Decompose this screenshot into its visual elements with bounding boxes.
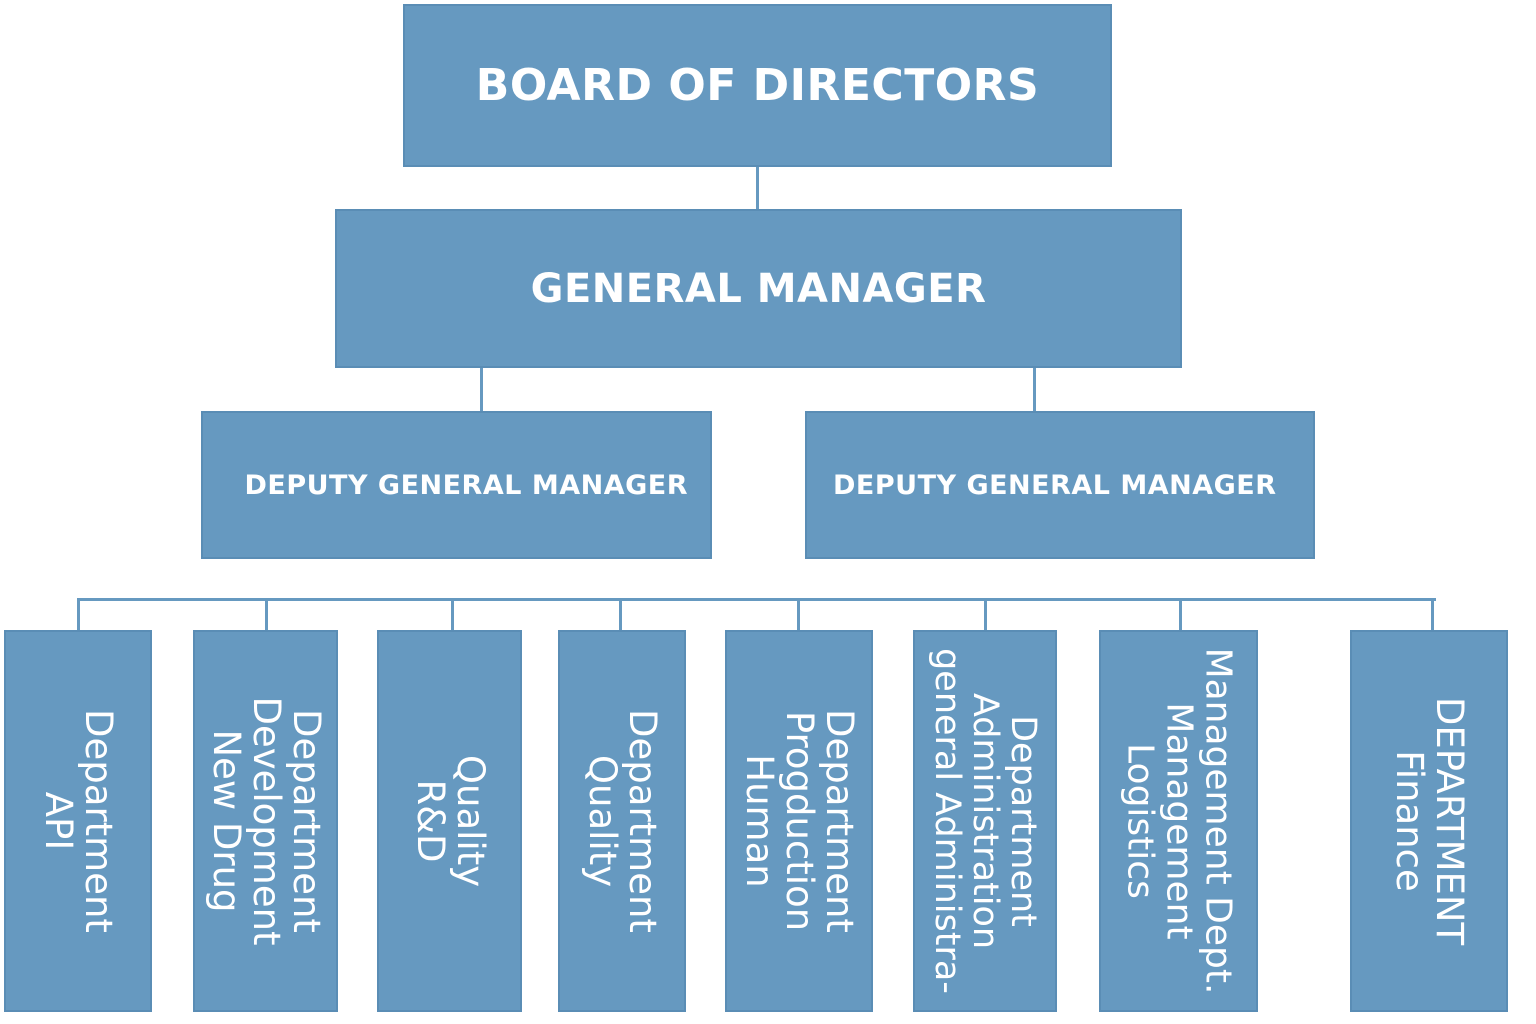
connector-dept-drop <box>619 598 622 632</box>
department-box-general-administration: Department Administration general Admini… <box>913 630 1057 1012</box>
department-label-line: general Administra- <box>927 648 967 994</box>
connector-dept-drop <box>1431 598 1434 632</box>
department-label-line: API <box>37 791 80 851</box>
department-box-human-production: Department Progduction Human <box>725 630 873 1012</box>
department-box-rd-quality: Quality R&D <box>377 630 522 1012</box>
department-box-new-drug-development: Department Development New Drug <box>193 630 338 1012</box>
connector-dept-drop <box>451 598 454 632</box>
department-label-line: Management Dept. <box>1197 647 1238 995</box>
department-label-line: Administration <box>965 692 1005 950</box>
deputy-general-manager-box-right: DEPUTY GENERAL MANAGER <box>805 411 1315 559</box>
deputy-general-manager-label: DEPUTY GENERAL MANAGER <box>244 469 688 501</box>
general-manager-box: GENERAL MANAGER <box>335 209 1182 368</box>
connector-dept-drop <box>1179 598 1182 632</box>
board-of-directors-label: BOARD OF DIRECTORS <box>475 60 1040 111</box>
department-label-line: Quality <box>581 754 624 888</box>
department-label-line: Department <box>77 709 120 933</box>
department-label-line: New Drug <box>204 729 248 913</box>
department-box-finance: DEPARTMENT Finance <box>1350 630 1508 1012</box>
department-label-line: Department <box>284 709 328 933</box>
board-of-directors-box: BOARD OF DIRECTORS <box>403 4 1112 167</box>
connector-dept-drop <box>797 598 800 632</box>
department-label-line: R&D <box>408 779 452 863</box>
department-label-line: Development <box>244 696 288 946</box>
department-label-line: Finance <box>1388 750 1431 892</box>
department-label-line: DEPARTMENT <box>1428 696 1471 946</box>
connector-dept-drop <box>984 598 987 632</box>
department-label-line: Department <box>621 709 664 933</box>
department-label-line: Department <box>1003 715 1043 927</box>
department-label-line: Department <box>818 709 861 933</box>
department-label-line: Human <box>738 754 781 888</box>
department-box-logistics-management: Management Dept. Management Logistics <box>1099 630 1258 1012</box>
general-manager-label: GENERAL MANAGER <box>530 265 987 312</box>
connector-dept-drop <box>265 598 268 632</box>
department-box-quality: Department Quality <box>558 630 686 1012</box>
department-label-line: Progduction <box>778 710 821 932</box>
deputy-general-manager-box-left: DEPUTY GENERAL MANAGER <box>201 411 712 559</box>
connector-gm-dgm-right <box>1033 367 1036 413</box>
department-box-api: Department API <box>4 630 152 1012</box>
connector-dept-drop <box>77 598 80 632</box>
department-label-line: Logistics <box>1119 743 1160 899</box>
connector-gm-dgm-left <box>480 367 483 413</box>
department-label-line: Management <box>1158 702 1199 940</box>
deputy-general-manager-label: DEPUTY GENERAL MANAGER <box>833 469 1277 501</box>
connector-dept-bus <box>77 598 1436 601</box>
connector-board-gm <box>756 166 759 210</box>
department-label-line: Quality <box>448 754 492 888</box>
